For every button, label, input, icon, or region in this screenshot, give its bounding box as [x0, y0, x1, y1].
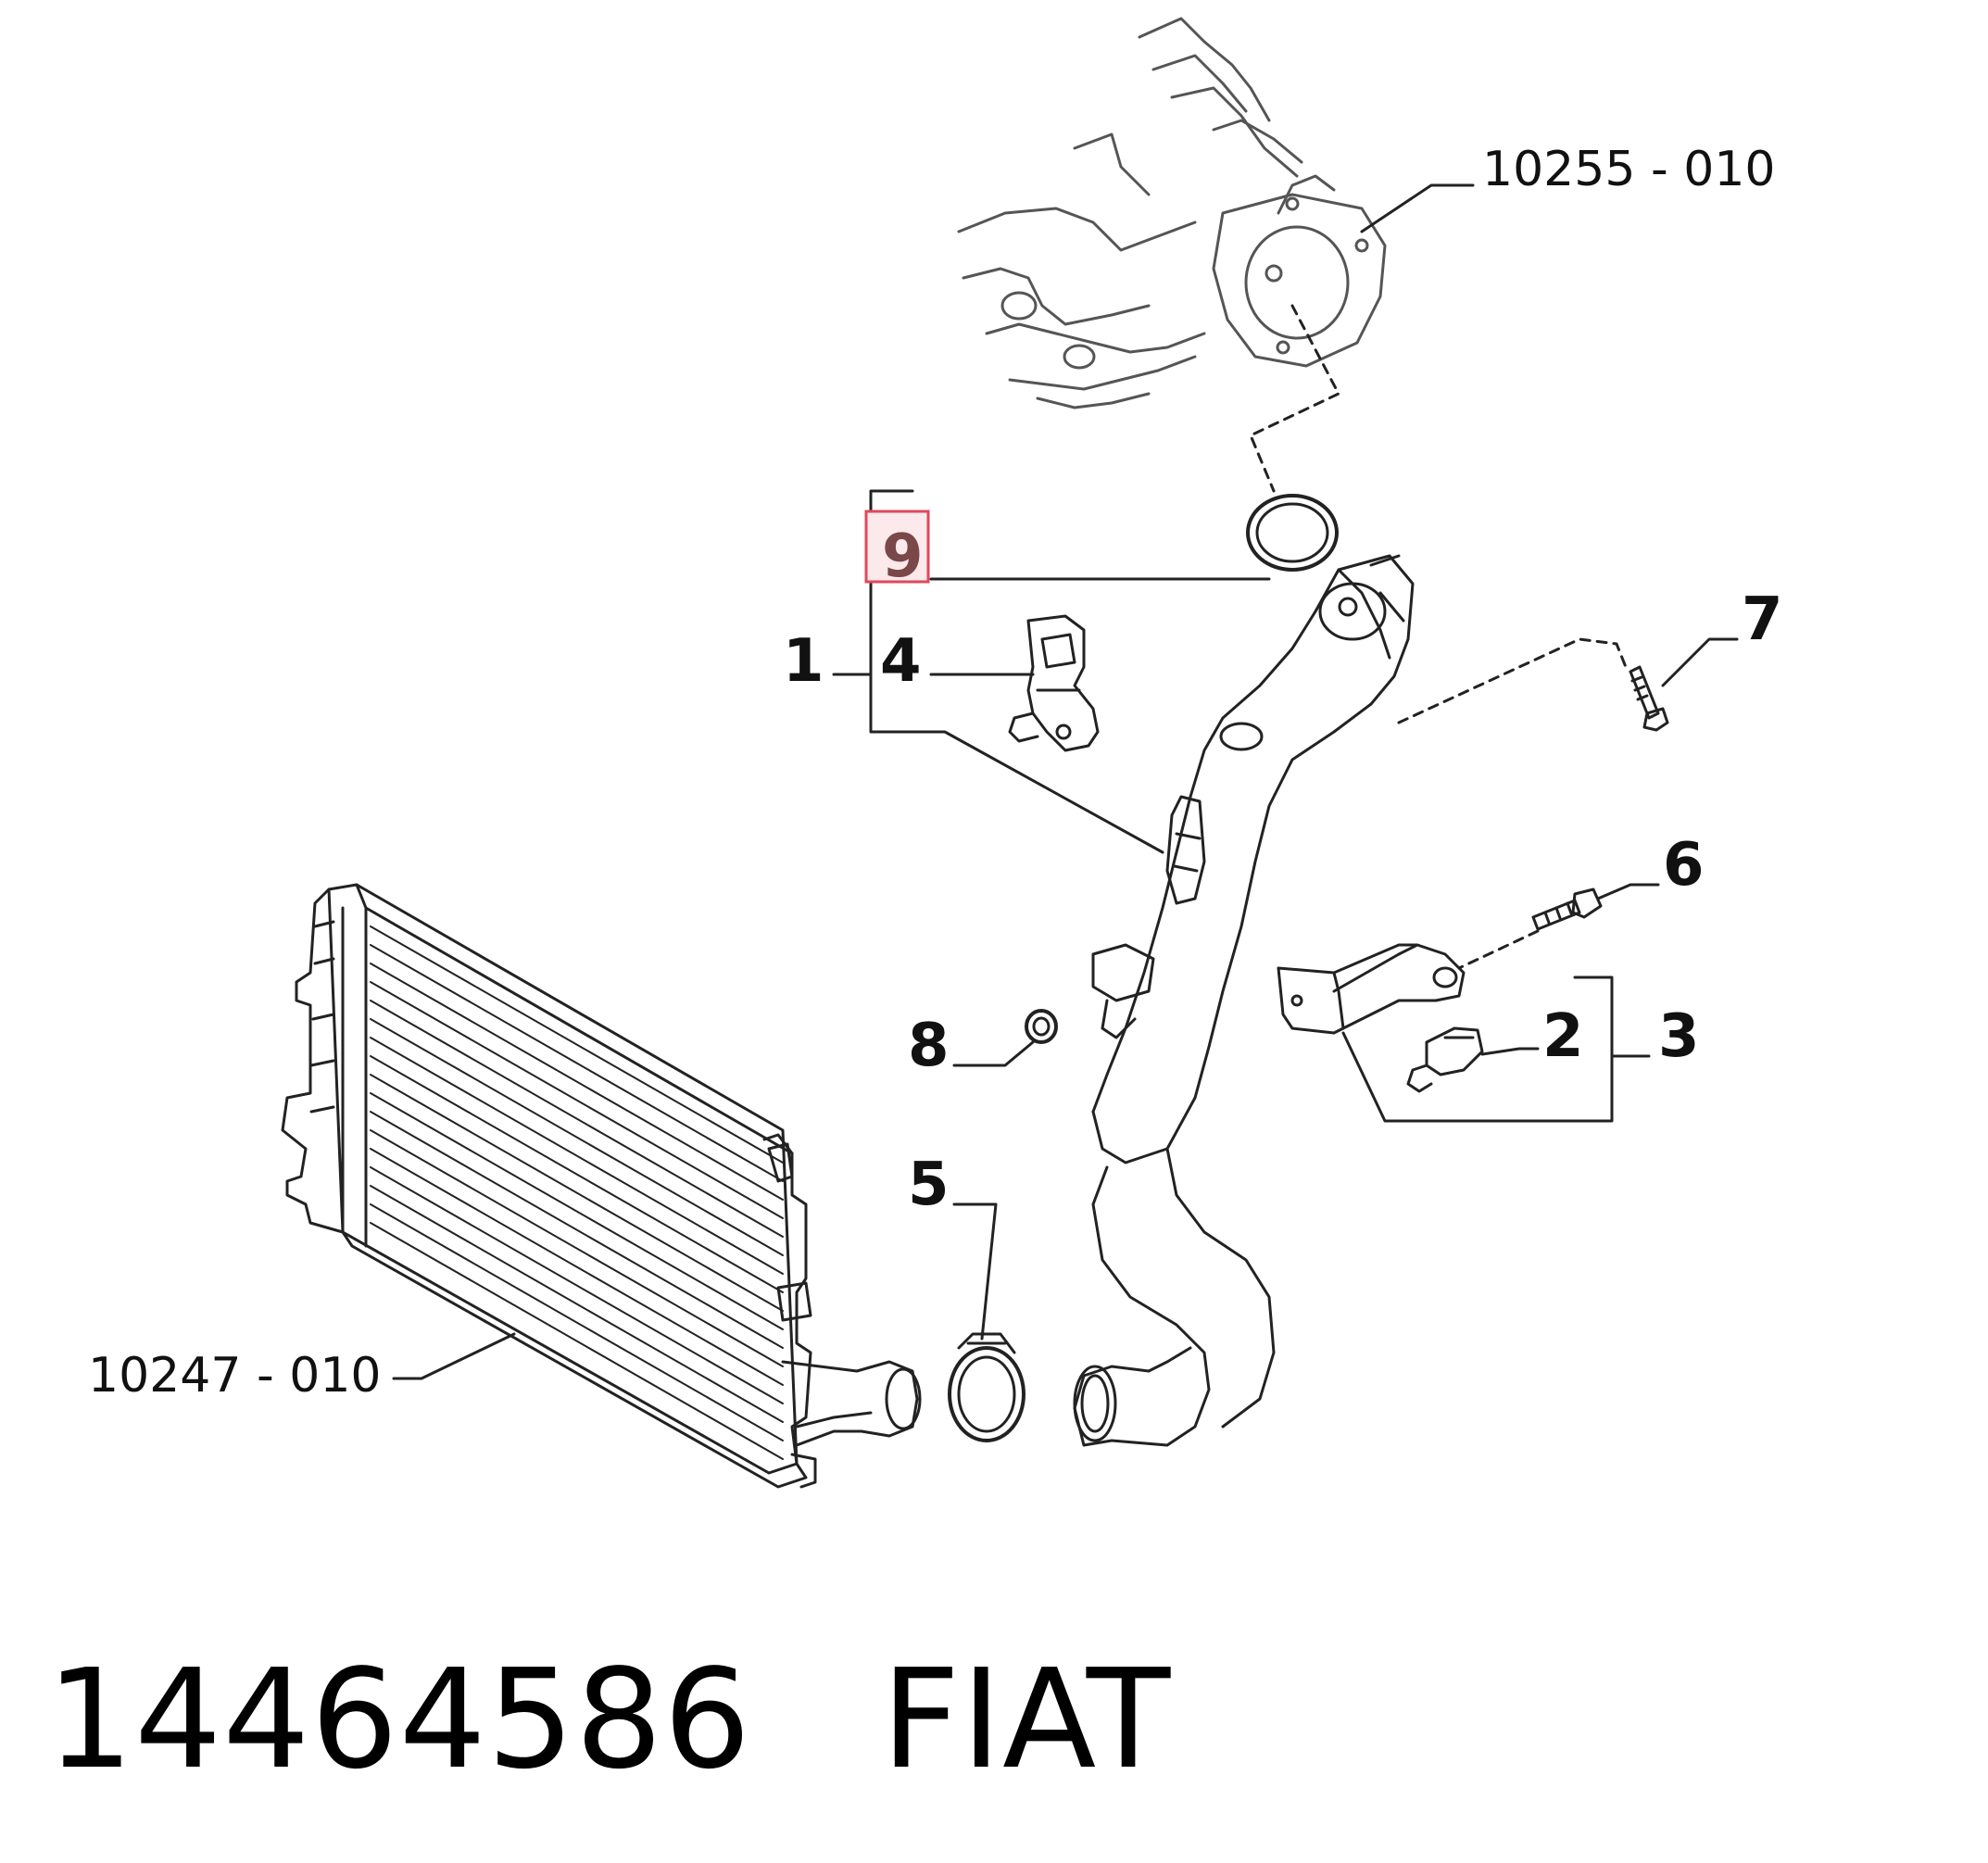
assembly-1-bracket [869, 489, 1164, 854]
pressure-sensor [1008, 614, 1100, 752]
part-caption: 14464586 FIAT [46, 1640, 1171, 1799]
ref-label-lower: 10247 - 010 [88, 1348, 382, 1404]
bolt-7 [1629, 665, 1669, 732]
callout-2-leader [1480, 1047, 1540, 1056]
callout-5[interactable]: 5 [908, 1151, 950, 1219]
lower-ref-leader [392, 1332, 516, 1380]
callout-1[interactable]: 1 [783, 627, 824, 696]
callout-3[interactable]: 3 [1658, 1002, 1700, 1071]
alignment-line-bolt-6 [1457, 929, 1540, 970]
intercooler-radiator [281, 883, 922, 1489]
assembly-3-bracket [1341, 976, 1651, 1123]
hose-clip [1406, 1026, 1484, 1093]
callout-4[interactable]: 4 [880, 627, 922, 696]
callout-8[interactable]: 8 [908, 1012, 950, 1080]
ref-label-upper: 10255 - 010 [1482, 142, 1776, 197]
callout-7-leader [1661, 637, 1739, 687]
part-number: 14464586 [46, 1640, 752, 1799]
callout-5-leader [952, 1202, 998, 1341]
callout-8-leader [952, 1040, 1035, 1067]
callout-9-highlight[interactable] [864, 510, 930, 584]
nut-8 [1025, 1009, 1058, 1044]
callout-9[interactable]: 9 [882, 522, 924, 591]
o-ring-seal [1246, 494, 1339, 572]
engine-intake-assembly [957, 17, 1387, 409]
upper-ref-leader [1360, 183, 1475, 233]
alignment-line-seal [1249, 304, 1340, 493]
callout-6-leader [1596, 883, 1660, 900]
brand-name: FIAT [881, 1640, 1172, 1799]
bolt-6 [1531, 887, 1603, 931]
alignment-line-bolt-7 [1397, 637, 1628, 724]
support-bracket [1277, 943, 1466, 1035]
callout-2[interactable]: 2 [1542, 1002, 1584, 1071]
callout-7[interactable]: 7 [1742, 585, 1783, 654]
hose-clamp [948, 1332, 1025, 1442]
intercooler-pipe [1073, 554, 1415, 1447]
callout-6[interactable]: 6 [1663, 831, 1705, 900]
